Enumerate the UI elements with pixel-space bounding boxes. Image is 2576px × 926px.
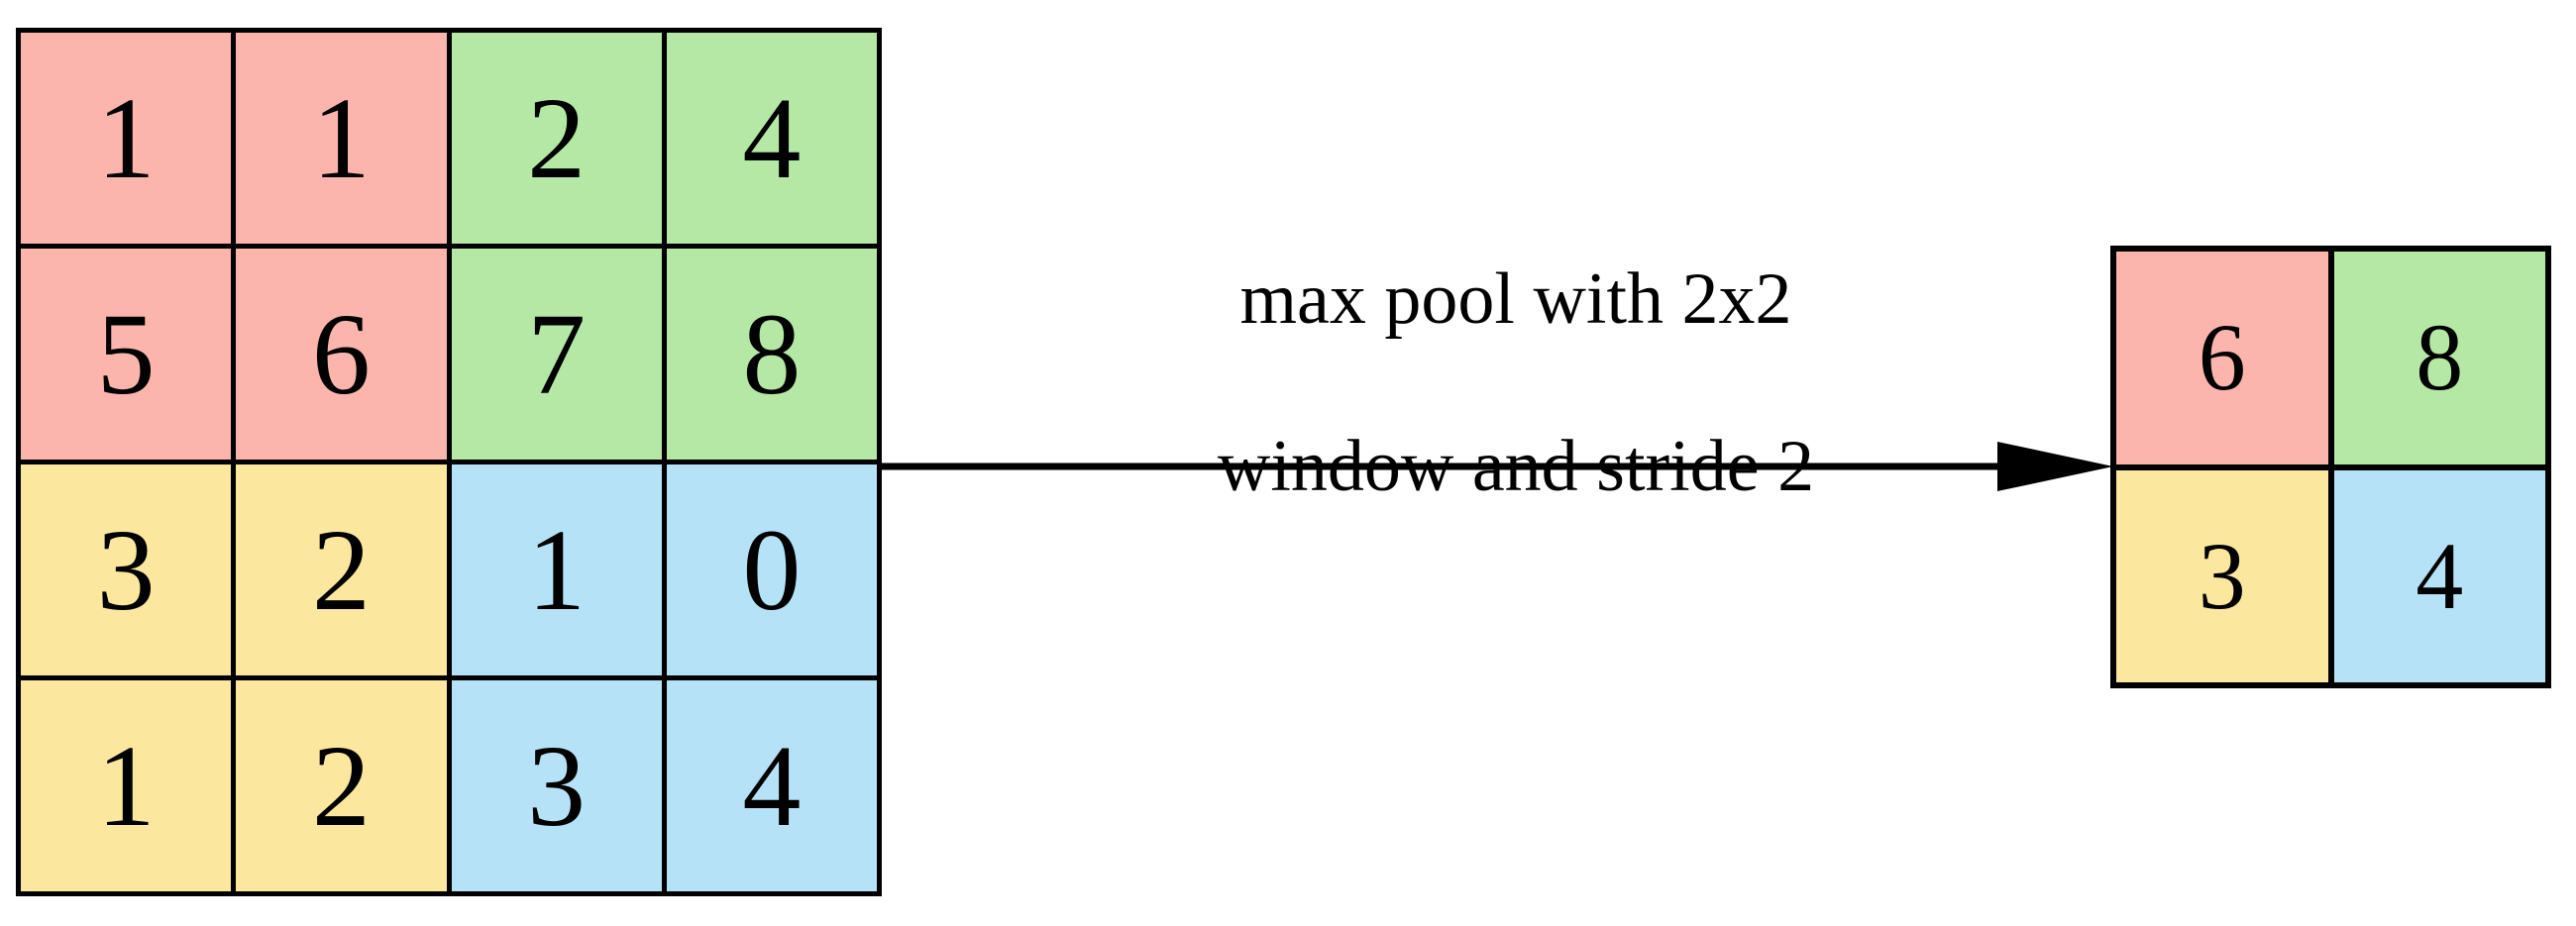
output-cell-r2c1: 3: [2116, 469, 2328, 682]
output-cell-r1c1: 6: [2116, 252, 2328, 464]
input-cell-r3c1: 3: [21, 464, 232, 675]
input-cell-r3c3: 1: [451, 464, 662, 675]
input-cell-r3c4: 0: [666, 464, 877, 675]
right-arrow-icon: [882, 442, 2113, 491]
input-cell-r1c2: 1: [236, 33, 447, 244]
input-cell-r2c2: 6: [236, 249, 447, 460]
output-cell-r1c2: 8: [2333, 252, 2545, 464]
input-cell-r4c2: 2: [236, 680, 447, 891]
input-cell-r2c4: 8: [666, 249, 877, 460]
input-cell-r1c3: 2: [451, 33, 662, 244]
input-cell-r3c2: 2: [236, 464, 447, 675]
input-cell-r1c4: 4: [666, 33, 877, 244]
pooling-operation-label: max pool with 2x2 window and stride 2: [1050, 174, 1982, 592]
input-cell-r4c3: 3: [451, 680, 662, 891]
input-cell-r4c1: 1: [21, 680, 232, 891]
pooling-label-line-1: max pool with 2x2: [1239, 258, 1792, 341]
input-feature-map-grid: 1 1 2 4 5 6 7 8 3 2 1 0 1 2 3 4: [16, 28, 882, 896]
input-cell-r2c3: 7: [451, 249, 662, 460]
input-cell-r4c4: 4: [666, 680, 877, 891]
output-cell-r2c2: 4: [2333, 469, 2545, 682]
pooled-output-grid: 6 8 3 4: [2110, 246, 2551, 688]
input-cell-r2c1: 5: [21, 249, 232, 460]
input-cell-r1c1: 1: [21, 33, 232, 244]
